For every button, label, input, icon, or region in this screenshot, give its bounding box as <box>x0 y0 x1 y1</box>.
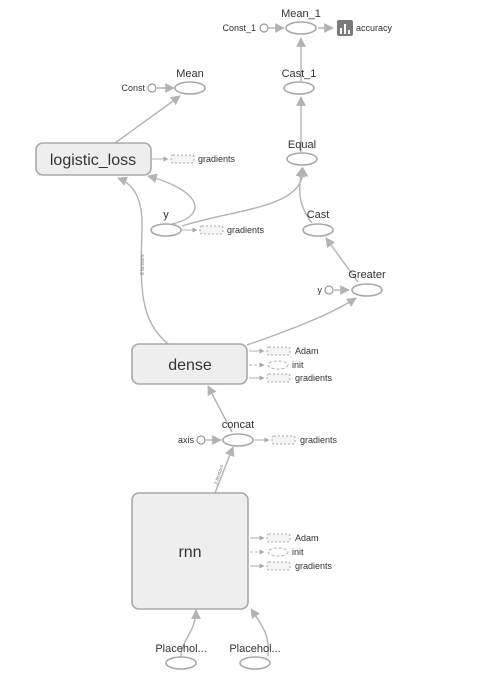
node-y-greater[interactable]: y <box>318 285 334 295</box>
node-label-mean: Mean <box>176 68 204 80</box>
node-label-greater: Greater <box>348 269 386 281</box>
node-const[interactable]: Const <box>121 83 157 93</box>
edge-label-6-tensors: 6 tensors <box>140 254 146 275</box>
aux-dense-init[interactable]: init <box>249 360 304 370</box>
node-concat[interactable]: concat <box>222 419 254 447</box>
node-label-accuracy: accuracy <box>356 23 393 33</box>
edge-dense-logloss <box>117 176 169 345</box>
aux-label-dense-adam: Adam <box>295 346 319 356</box>
aux-rnn-gradients[interactable]: gradients <box>250 561 333 571</box>
node-mean[interactable]: Mean <box>174 68 206 95</box>
node-logistic-loss[interactable]: logistic_loss <box>35 142 152 176</box>
node-label-concat: concat <box>222 419 254 431</box>
edge-rnn-concat <box>214 446 235 494</box>
node-label-y-greater: y <box>318 285 323 295</box>
aux-label-logloss-gradients: gradients <box>198 154 236 164</box>
node-placeholder-2[interactable]: Placehol... <box>229 643 281 670</box>
node-equal[interactable]: Equal <box>286 139 318 166</box>
node-label-cast-1: Cast_1 <box>282 68 317 80</box>
edges <box>114 23 359 658</box>
aux-label-dense-gradients: gradients <box>295 373 333 383</box>
aux-rnn-adam[interactable]: Adam <box>250 533 319 543</box>
node-label-placeholder-2: Placehol... <box>229 643 280 655</box>
node-const-1[interactable]: Const_1 <box>222 23 269 33</box>
edge-ph2-rnn <box>250 608 269 657</box>
aux-concat-gradients[interactable]: gradients <box>254 435 338 445</box>
node-accuracy[interactable]: accuracy <box>337 20 393 36</box>
node-axis[interactable]: axis <box>178 435 206 445</box>
edge-ph1-rnn <box>180 609 201 658</box>
node-y[interactable]: y <box>150 209 182 237</box>
aux-label-y-gradients: gradients <box>227 225 265 235</box>
node-cast-1[interactable]: Cast_1 <box>282 68 317 95</box>
edge-label-3-tensors: 3 tensors <box>213 464 225 486</box>
edge-y-equal <box>181 167 309 227</box>
node-cast[interactable]: Cast <box>302 209 334 237</box>
node-label-rnn: rnn <box>178 544 201 561</box>
aux-label-rnn-init: init <box>292 547 304 557</box>
node-label-placeholder-1: Placehol... <box>155 643 206 655</box>
node-label-dense: dense <box>168 357 212 374</box>
node-label-mean-1: Mean_1 <box>281 8 321 20</box>
aux-logloss-gradients[interactable]: gradients <box>152 154 236 164</box>
node-rnn[interactable]: rnn <box>131 492 249 610</box>
node-label-axis: axis <box>178 435 195 445</box>
edge-cast-equal <box>295 167 313 224</box>
aux-label-dense-init: init <box>292 360 304 370</box>
node-placeholder-1[interactable]: Placehol... <box>155 643 207 670</box>
node-label-equal: Equal <box>288 139 316 151</box>
aux-dense-adam[interactable]: Adam <box>249 346 319 356</box>
node-greater[interactable]: Greater <box>348 269 386 297</box>
aux-y-gradients[interactable]: gradients <box>182 225 265 235</box>
node-label-const-1: Const_1 <box>222 23 256 33</box>
aux-label-rnn-gradients: gradients <box>295 561 333 571</box>
node-dense[interactable]: dense <box>131 343 248 385</box>
node-label-logistic-loss: logistic_loss <box>50 152 136 169</box>
node-label-y: y <box>163 209 169 221</box>
edge-dense-greater <box>246 297 357 346</box>
edge-logloss-mean <box>114 95 181 144</box>
aux-label-concat-gradients: gradients <box>300 435 338 445</box>
aux-dense-gradients[interactable]: gradients <box>249 373 333 383</box>
edge-greater-cast <box>325 237 359 283</box>
node-mean-1[interactable]: Mean_1 <box>281 8 321 35</box>
node-label-const: Const <box>121 83 145 93</box>
node-label-cast: Cast <box>307 209 330 221</box>
edge-concat-dense <box>207 385 233 433</box>
aux-rnn-init[interactable]: init <box>250 547 304 557</box>
edge-y-logloss <box>147 173 196 225</box>
aux-label-rnn-adam: Adam <box>295 533 319 543</box>
